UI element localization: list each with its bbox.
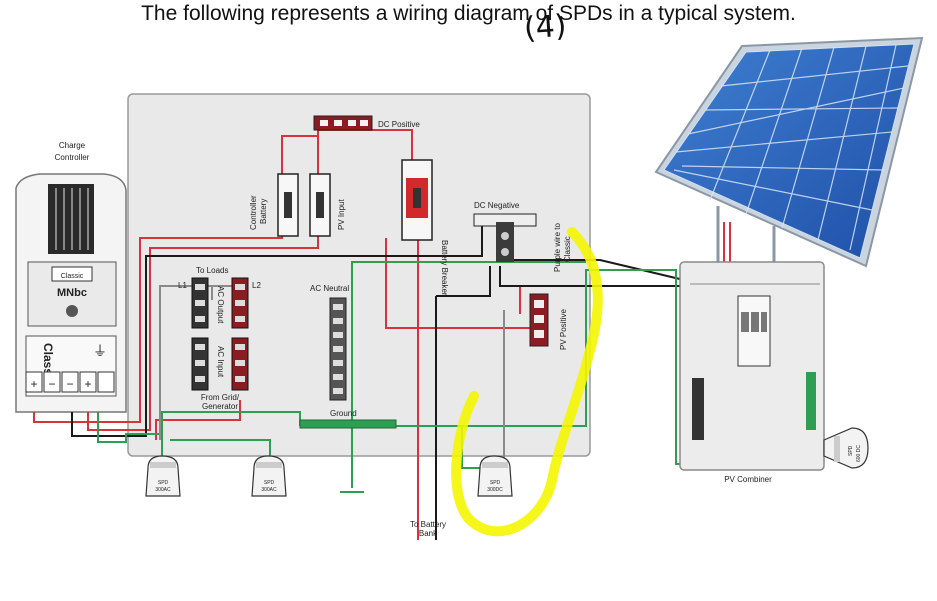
dc-negative-shunt <box>473 213 537 262</box>
display-label: Classic <box>61 273 84 280</box>
battery-breaker <box>401 159 433 241</box>
svg-text:+: + <box>84 377 91 391</box>
pv-combiner-label: PV Combiner <box>724 475 772 484</box>
to-battery-bank-label-2: Bank <box>419 529 438 538</box>
controller-battery-label-2: Battery <box>259 199 268 224</box>
purple-wire-label-2: Classic <box>563 236 572 262</box>
from-grid-label-2: Generator <box>202 402 238 411</box>
svg-text:−: − <box>66 377 73 391</box>
spd-dc-label-2: 300DC <box>487 487 503 493</box>
yellow-highlight <box>451 227 603 537</box>
dc-positive-bus <box>313 115 373 131</box>
spd-pv-label-1: SPD <box>848 445 854 456</box>
controller-battery-breaker <box>277 173 299 237</box>
spd-ac-2-label-1: SPD <box>264 480 275 486</box>
pv-positive-bus <box>529 293 549 347</box>
charge-controller-label-2: Controller <box>55 153 90 162</box>
to-battery-bank-label-1: To Battery <box>410 520 446 529</box>
spd-pv <box>823 427 869 469</box>
ground-bar <box>299 419 397 429</box>
ground-label: Ground <box>330 409 357 418</box>
ac-output-label: AC Output <box>216 286 225 324</box>
spd-ac-2 <box>251 455 287 497</box>
purple-wire-label-1: Purple wire to <box>553 223 562 272</box>
pv-input-breaker <box>309 173 331 237</box>
svg-text:+: + <box>30 377 37 391</box>
from-grid-label-1: From Grid/ <box>201 393 240 402</box>
spd-dc-label-1: SPD <box>490 480 501 486</box>
spd-dc <box>477 455 513 497</box>
pv-positive-label: PV Positive <box>559 309 568 350</box>
svg-text:⏚: ⏚ <box>93 343 107 359</box>
l2-label: L2 <box>252 281 261 290</box>
spd-ac-2-label-2: 300AC <box>261 487 277 493</box>
to-loads-label: To Loads <box>196 266 228 275</box>
ac-neutral-label: AC Neutral <box>310 284 349 293</box>
controller-battery-label-1: Controller <box>249 195 258 230</box>
spd-ac-1 <box>145 455 181 497</box>
spd-pv-label-2: 600 DC <box>856 445 862 462</box>
solar-panel <box>654 36 924 268</box>
page-title: The following represents a wiring diagra… <box>141 2 796 25</box>
midnite-logo: MNbc <box>57 287 87 299</box>
ac-output-breakers <box>191 277 249 329</box>
battery-breaker-label: Battery Breaker <box>440 240 449 296</box>
spd-ac-1-label-2: 300AC <box>155 487 171 493</box>
l1-label: L1 <box>178 281 187 290</box>
charge-controller-label-1: Charge <box>59 141 86 150</box>
charge-controller: Classic MNbc Classic ⏚ + − − + <box>15 173 127 413</box>
ac-neutral-bar <box>329 297 347 401</box>
pv-input-label: PV Input <box>337 199 346 230</box>
dc-negative-label: DC Negative <box>474 201 520 210</box>
spd-ac-1-label-1: SPD <box>158 480 169 486</box>
dc-positive-label: DC Positive <box>378 120 420 129</box>
ac-input-label: AC Input <box>216 346 225 378</box>
svg-text:−: − <box>48 377 55 391</box>
main-enclosure <box>127 93 591 457</box>
pv-combiner <box>679 261 825 471</box>
ac-input-breakers <box>191 337 249 391</box>
